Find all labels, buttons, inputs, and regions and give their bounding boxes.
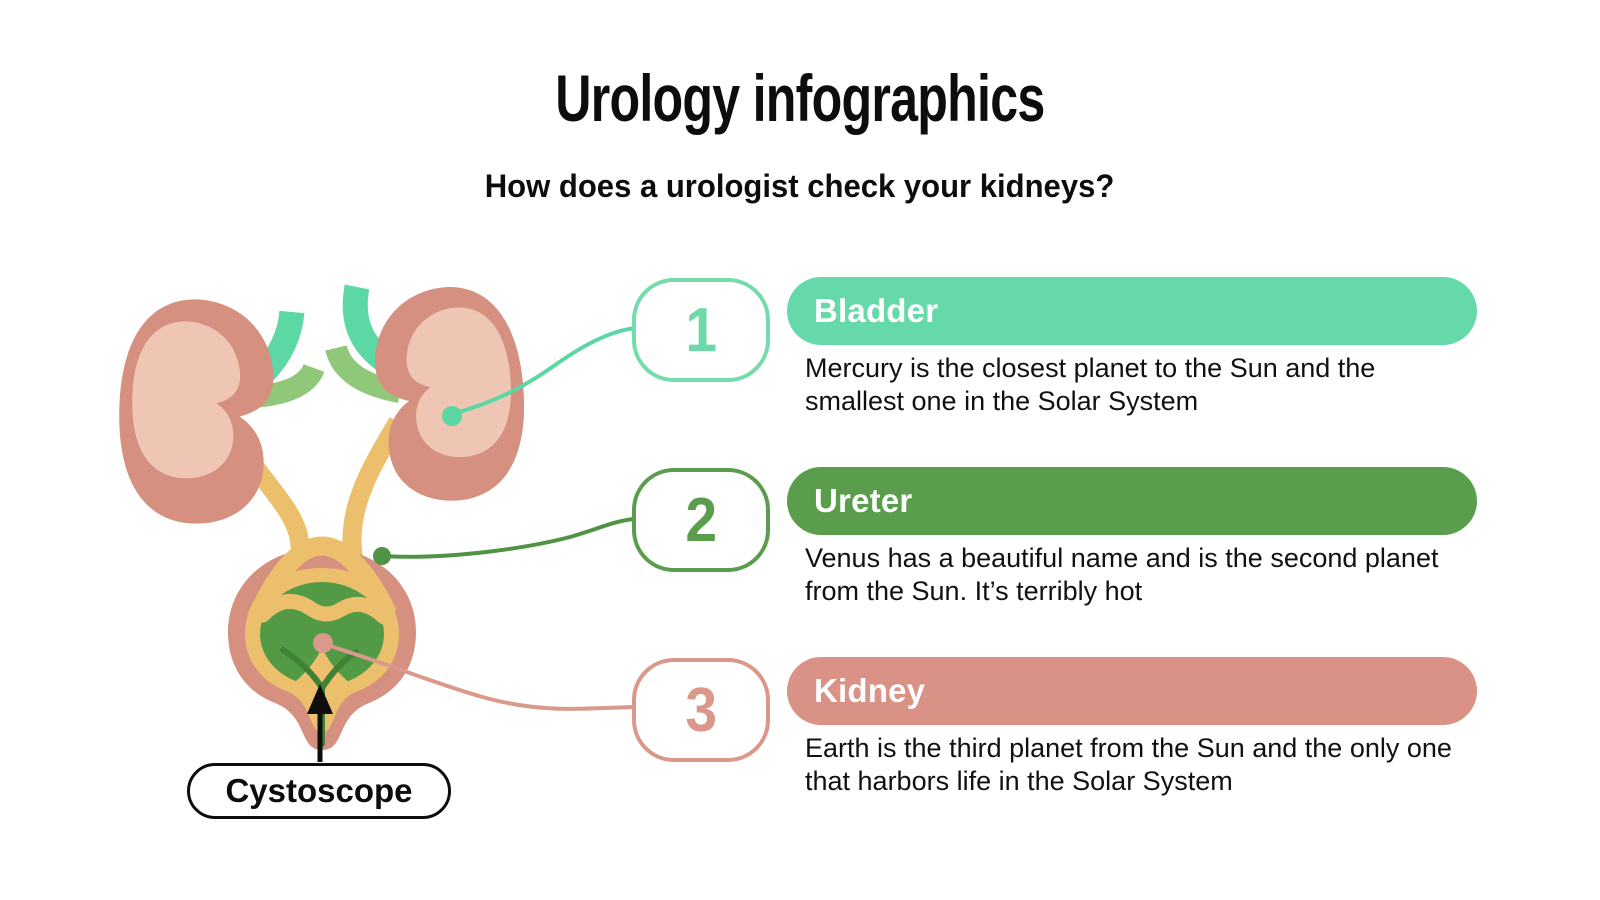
kidney-header-label: Kidney bbox=[814, 672, 926, 709]
cystoscope-label: Cystoscope bbox=[187, 763, 451, 819]
connector-2-dot bbox=[373, 547, 391, 565]
connector-1-line bbox=[451, 326, 635, 416]
page-title-text: Urology infographics bbox=[555, 61, 1045, 135]
urine-wave bbox=[255, 593, 392, 625]
ureter-description: Venus has a beautiful name and is the se… bbox=[805, 543, 1439, 606]
step-3-number: 3 bbox=[685, 675, 717, 745]
bladder-header-bar: Bladder bbox=[787, 277, 1477, 345]
connector-1-dot bbox=[442, 406, 462, 426]
cystoscope-arrow bbox=[307, 684, 333, 762]
cystoscope-arrow-head bbox=[307, 684, 333, 714]
step-1-bubble: 1 bbox=[632, 278, 770, 382]
page-subtitle: How does a urologist check your kidneys? bbox=[0, 168, 1600, 205]
step-2-bubble: 2 bbox=[632, 468, 770, 572]
ureter-header-bar: Ureter bbox=[787, 467, 1477, 535]
cystoscope-claw-left bbox=[280, 647, 325, 691]
kidney-left bbox=[113, 295, 278, 528]
step-3-bubble: 3 bbox=[632, 658, 770, 762]
connector-3-line bbox=[329, 644, 635, 711]
page-title: Urology infographics bbox=[0, 60, 1600, 136]
bladder-description: Mercury is the closest planet to the Sun… bbox=[805, 353, 1376, 416]
page-subtitle-text: How does a urologist check your kidneys? bbox=[485, 168, 1115, 204]
bladder-funnel bbox=[287, 648, 357, 696]
connector-2-line bbox=[381, 517, 635, 559]
ureter-header-label: Ureter bbox=[814, 482, 913, 519]
step-1-number: 1 bbox=[685, 295, 717, 365]
kidney-description: Earth is the third planet from the Sun a… bbox=[805, 733, 1452, 796]
kidney-header-bar: Kidney bbox=[787, 657, 1477, 725]
connectors bbox=[313, 326, 635, 711]
bladder-header-label: Bladder bbox=[814, 292, 939, 329]
connector-3-dot bbox=[313, 633, 333, 653]
step-2-number: 2 bbox=[685, 485, 717, 555]
